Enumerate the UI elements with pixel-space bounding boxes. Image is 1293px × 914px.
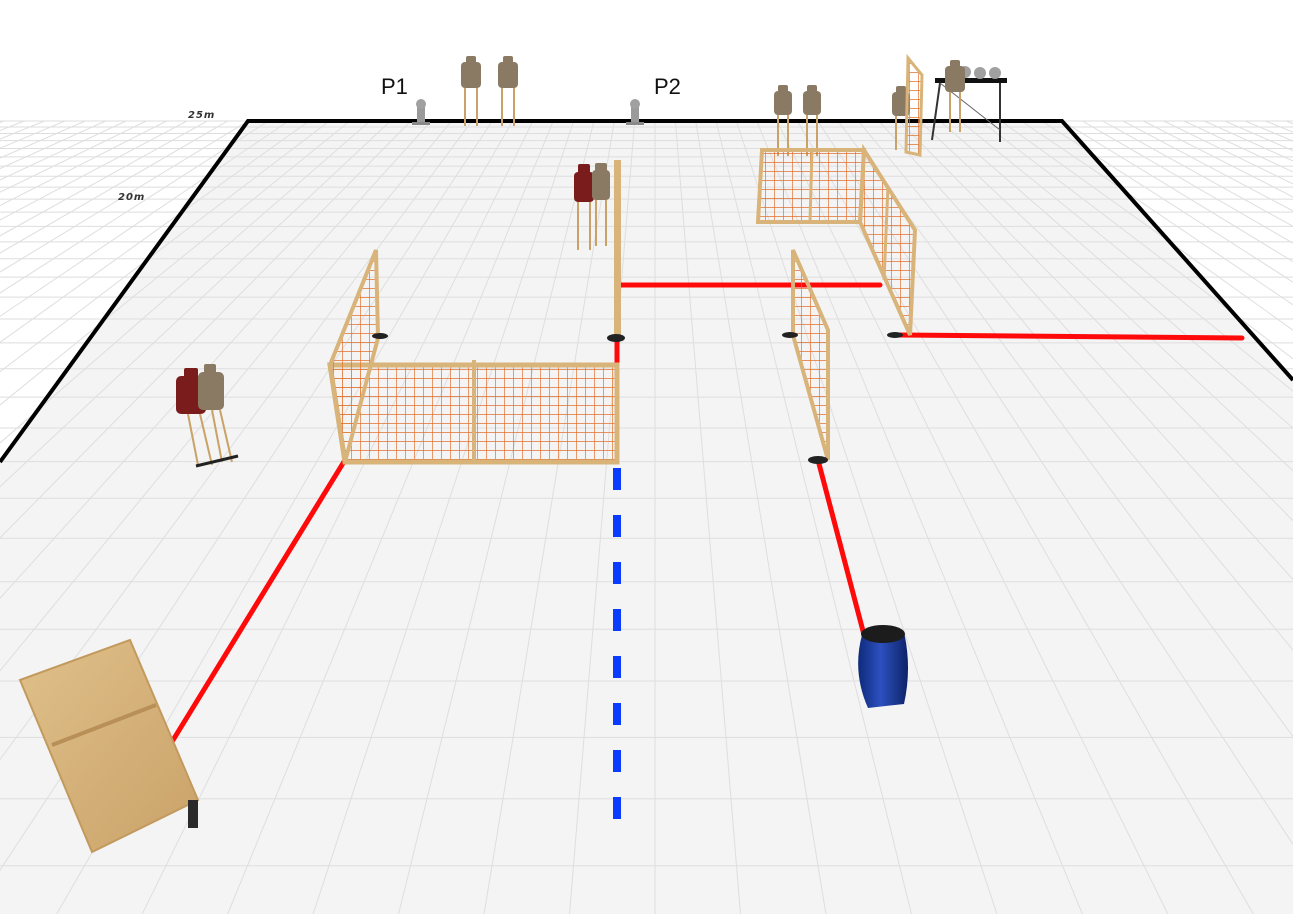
fence-base bbox=[887, 332, 903, 338]
steel-popper-icon[interactable] bbox=[626, 99, 644, 125]
paper-target-icon[interactable] bbox=[774, 85, 792, 156]
mesh-fence-icon[interactable] bbox=[857, 143, 918, 336]
paper-target-icon[interactable] bbox=[195, 364, 239, 468]
fence-base bbox=[372, 333, 388, 339]
paper-target-icon[interactable] bbox=[498, 56, 518, 126]
wall-panel-icon[interactable] bbox=[18, 638, 200, 854]
mesh-fence-icon[interactable] bbox=[755, 148, 867, 224]
mesh-fence-icon[interactable] bbox=[327, 360, 620, 465]
barrel-icon[interactable] bbox=[858, 625, 908, 708]
range-border bbox=[0, 119, 1293, 464]
steel-popper-icon[interactable] bbox=[412, 99, 430, 125]
mesh-fence-icon[interactable] bbox=[904, 53, 924, 157]
mesh-fence-icon[interactable] bbox=[782, 249, 830, 464]
paper-target-icon[interactable] bbox=[461, 56, 481, 126]
no-shoot-target-icon[interactable] bbox=[574, 164, 594, 250]
wall-panel-icon[interactable] bbox=[607, 160, 625, 342]
paper-target-icon[interactable] bbox=[592, 163, 610, 246]
fault-line-left bbox=[167, 457, 348, 748]
fault-line-barrel bbox=[815, 457, 871, 653]
paper-target-icon[interactable] bbox=[945, 60, 965, 132]
distance-mark: 20m bbox=[118, 192, 146, 203]
distance-mark: 25m bbox=[188, 110, 216, 121]
popper-label: P1 bbox=[381, 74, 408, 99]
floor-grid bbox=[0, 120, 1293, 914]
popper-label: P2 bbox=[654, 74, 681, 99]
fault-line-right bbox=[897, 332, 1245, 341]
